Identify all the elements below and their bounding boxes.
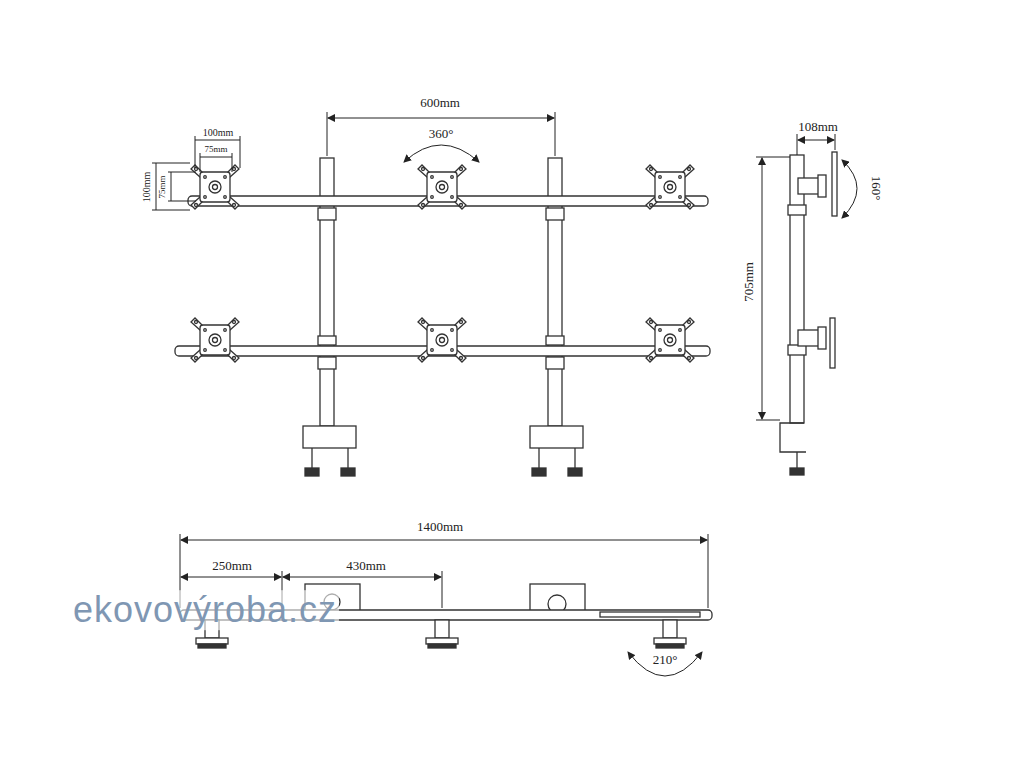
front-dimensions [152,112,555,210]
dimension-label: 360° [427,127,456,141]
dimension-label: 75mm [158,173,168,200]
side-dimensions [756,134,857,420]
dimension-label: 705mm [742,260,756,304]
front-view [175,158,710,476]
side-view [780,152,837,475]
dimension-label: 100mm [141,170,152,205]
dimension-label: 100mm [201,127,236,138]
dimension-label: 210° [651,653,680,667]
dimension-label: 108mm [796,120,840,134]
dimension-label: 250mm [210,559,254,573]
dimension-label: 430mm [344,559,388,573]
dimension-label: 1400mm [415,520,465,534]
dimension-label: 600mm [418,96,462,110]
watermark: ekovovýroba.cz [71,590,339,630]
dimension-label: 160° [869,174,883,203]
dimension-label: 75mm [202,145,229,155]
